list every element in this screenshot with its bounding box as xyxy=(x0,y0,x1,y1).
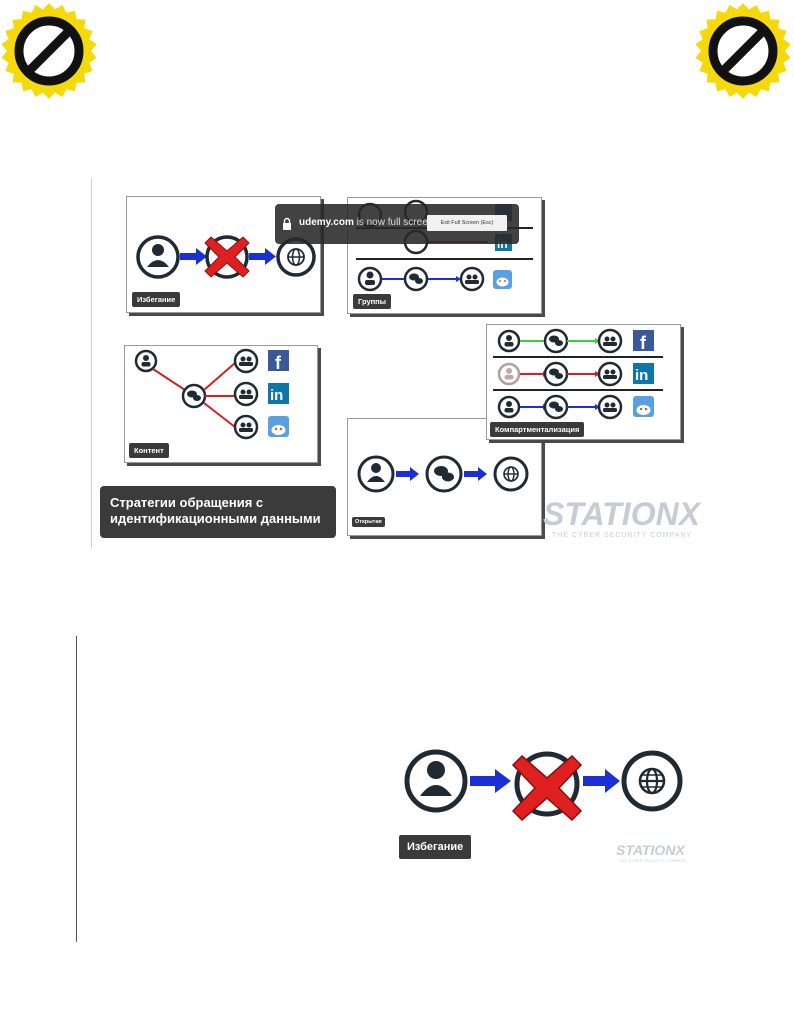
svg-text:in: in xyxy=(497,237,508,251)
user-icon xyxy=(357,455,395,493)
x-icon xyxy=(511,754,583,822)
svg-text:in: in xyxy=(270,387,283,404)
group-icon xyxy=(233,348,259,374)
card-label: Компартментализация xyxy=(490,422,585,437)
margin-line xyxy=(76,636,77,942)
svg-text:in: in xyxy=(635,367,648,384)
facebook-icon: f xyxy=(633,330,654,353)
stationx-logo: STATIONX xyxy=(543,496,701,532)
banner-line-1: Стратегии обращения с xyxy=(110,495,264,510)
stationx-tagline: THE CYBER SECURITY COMPANY xyxy=(552,532,693,539)
facebook-icon: f xyxy=(268,350,289,373)
open-diagram xyxy=(357,455,529,493)
banner-line-2: идентификационными данными xyxy=(110,511,321,526)
group-icon xyxy=(459,266,485,292)
strategies-banner: Стратегии обращения с идентификационными… xyxy=(100,486,336,538)
no-entry-stamp-icon xyxy=(695,3,791,99)
lock-icon xyxy=(283,217,291,230)
reddit-icon xyxy=(268,416,289,437)
card-content: f in Контент xyxy=(124,345,318,463)
group-icon xyxy=(597,394,623,420)
margin-line xyxy=(91,178,92,548)
user-icon xyxy=(357,266,383,292)
card-label: Контент xyxy=(129,443,169,458)
card-label: Открытая xyxy=(352,517,385,527)
user-icon xyxy=(497,395,521,419)
fullscreen-notice: udemy.com is now full screen Exit Full S… xyxy=(275,204,519,244)
user-icon xyxy=(136,235,180,279)
compartmentalization-diagram: f in xyxy=(493,328,663,420)
linkedin-icon: in xyxy=(268,383,289,404)
reddit-icon xyxy=(633,396,654,417)
card-compartmentalization: f in Компартментализация xyxy=(486,324,681,440)
arrow xyxy=(470,769,511,793)
user-icon xyxy=(134,349,158,373)
globe-icon xyxy=(621,750,683,812)
card-label: Группы xyxy=(353,294,392,309)
detail-label: Избегание xyxy=(399,835,472,859)
svg-text:f: f xyxy=(640,333,647,353)
globe-icon xyxy=(493,456,529,492)
card-label: Избегание xyxy=(132,292,181,307)
fullscreen-domain: udemy.com xyxy=(299,217,354,228)
fullscreen-message: is now full screen xyxy=(353,217,434,228)
content-diagram: f in xyxy=(134,348,289,440)
no-entry-stamp-icon xyxy=(1,3,97,99)
user-icon xyxy=(497,329,521,353)
group-icon xyxy=(233,381,259,407)
svg-text:f: f xyxy=(275,353,282,373)
group-icon xyxy=(597,361,623,387)
user-icon xyxy=(404,749,468,813)
reddit-icon xyxy=(493,270,512,289)
group-icon xyxy=(597,328,623,354)
arrow xyxy=(249,248,276,265)
stationx-tagline: THE CYBER SECURITY COMPANY xyxy=(619,859,687,863)
arrow xyxy=(583,769,620,793)
stationx-logo: STATIONX xyxy=(616,842,685,858)
exit-fullscreen-button[interactable]: Exit Full Screen (Esc) xyxy=(427,215,507,231)
arrow xyxy=(180,248,207,265)
chat-icon xyxy=(403,266,429,292)
user-icon xyxy=(497,362,521,386)
group-icon xyxy=(233,414,259,440)
x-icon xyxy=(204,236,250,278)
avoidance-diagram xyxy=(136,235,316,279)
linkedin-icon: in xyxy=(633,363,654,384)
chat-icon xyxy=(425,455,463,493)
